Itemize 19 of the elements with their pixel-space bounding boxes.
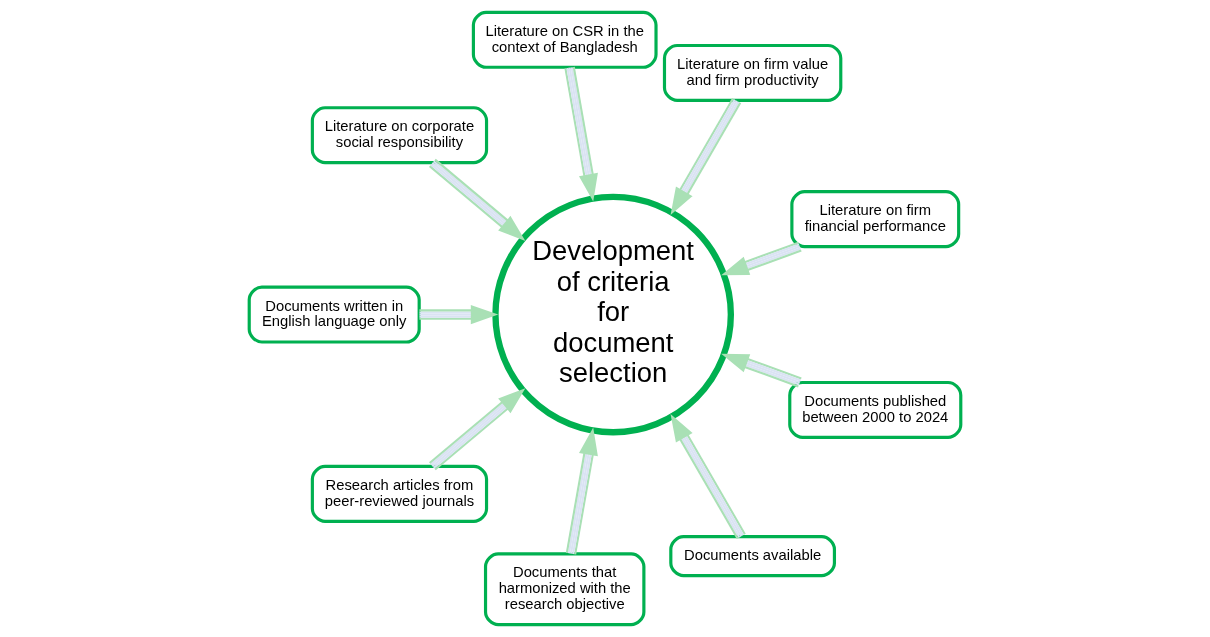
arrow	[564, 66, 598, 202]
arrow	[721, 241, 802, 276]
node-box: Literature on CSR in the context of Bangladesh	[471, 10, 658, 69]
arrow	[565, 427, 598, 555]
arrow	[419, 304, 499, 325]
arrow	[429, 388, 526, 471]
node-box: Documents published between 2000 to 2024	[788, 380, 963, 439]
node-circle: Development of criteria for document selection	[492, 193, 734, 436]
arrow	[670, 413, 746, 539]
node-box: Literature on firm financial performance	[790, 190, 961, 249]
node-box: Documents that harmonized with the research objective	[483, 552, 646, 627]
node-box: Documents available	[669, 535, 836, 578]
node-box: Documents written in English language only	[247, 285, 421, 344]
arrow	[670, 98, 742, 216]
node-box: Literature on corporate social responsibility	[310, 106, 489, 165]
arrow	[721, 353, 802, 388]
node-box: Research articles from peer-reviewed journals	[310, 464, 489, 523]
arrow	[429, 158, 526, 241]
node-box: Literature on firm value and firm productivity	[662, 43, 843, 102]
